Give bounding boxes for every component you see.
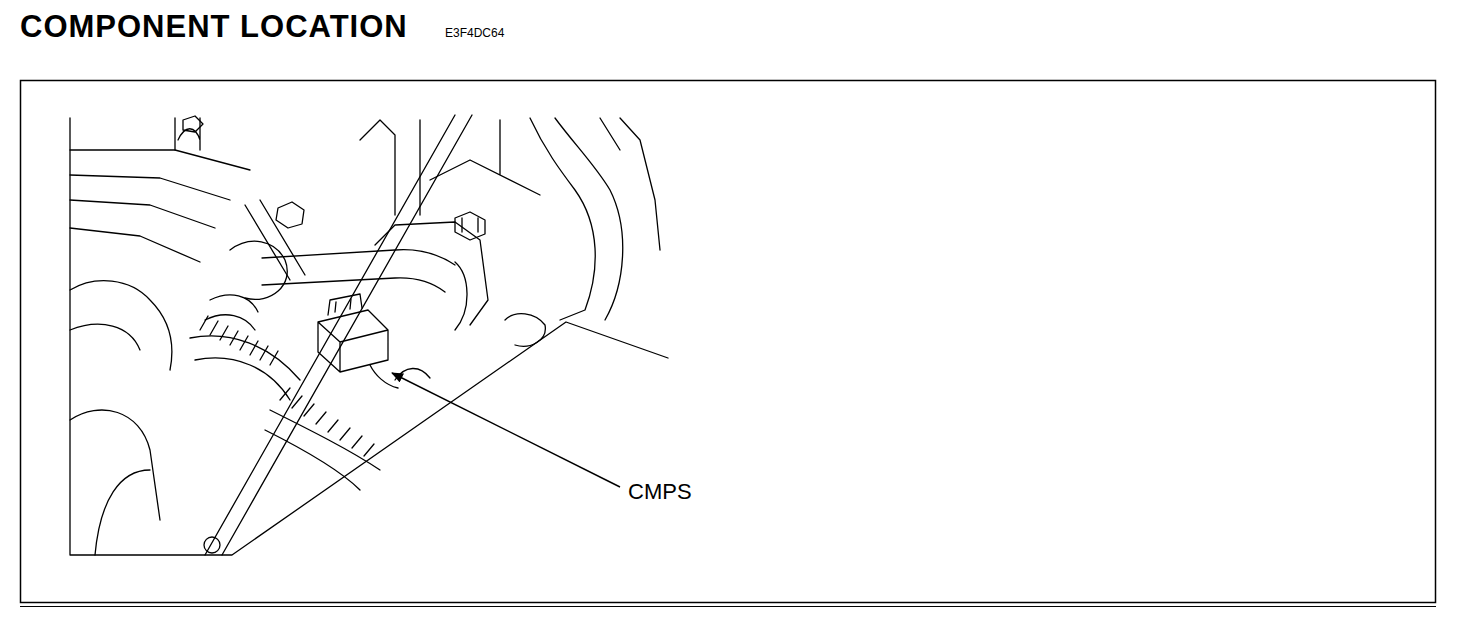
casting [430, 120, 540, 195]
bolt [455, 212, 485, 240]
pipe-end [204, 537, 220, 553]
frame-rule [20, 606, 1436, 607]
bracket [175, 118, 200, 150]
coolant-hose [530, 118, 623, 320]
sensor-connector [318, 310, 388, 372]
vacuum-tube [262, 250, 455, 292]
right-panel [600, 118, 660, 250]
connector-latch [328, 294, 362, 315]
link-rod [245, 200, 305, 280]
stud [183, 116, 203, 132]
view-edge [70, 118, 668, 555]
sensor-body [395, 368, 430, 380]
clamp [205, 295, 258, 330]
cam-housing [375, 222, 488, 330]
intake-runners [70, 281, 172, 555]
corrugated-hose-body [190, 336, 300, 400]
engine-drawing [70, 115, 668, 555]
part-label: CMPS [626, 480, 694, 504]
hose-clamp [505, 314, 545, 347]
page-title: COMPONENT LOCATION [20, 10, 408, 44]
leader-line [392, 373, 620, 487]
intake-rail [70, 150, 250, 262]
figure-frame [21, 81, 1436, 603]
nut [276, 202, 304, 228]
sensor-wire [370, 365, 398, 388]
document-code: E3F4DC64 [445, 27, 504, 40]
housing-rib [360, 120, 420, 215]
mount-boss [230, 241, 287, 299]
diagonal-pipe [205, 115, 472, 555]
